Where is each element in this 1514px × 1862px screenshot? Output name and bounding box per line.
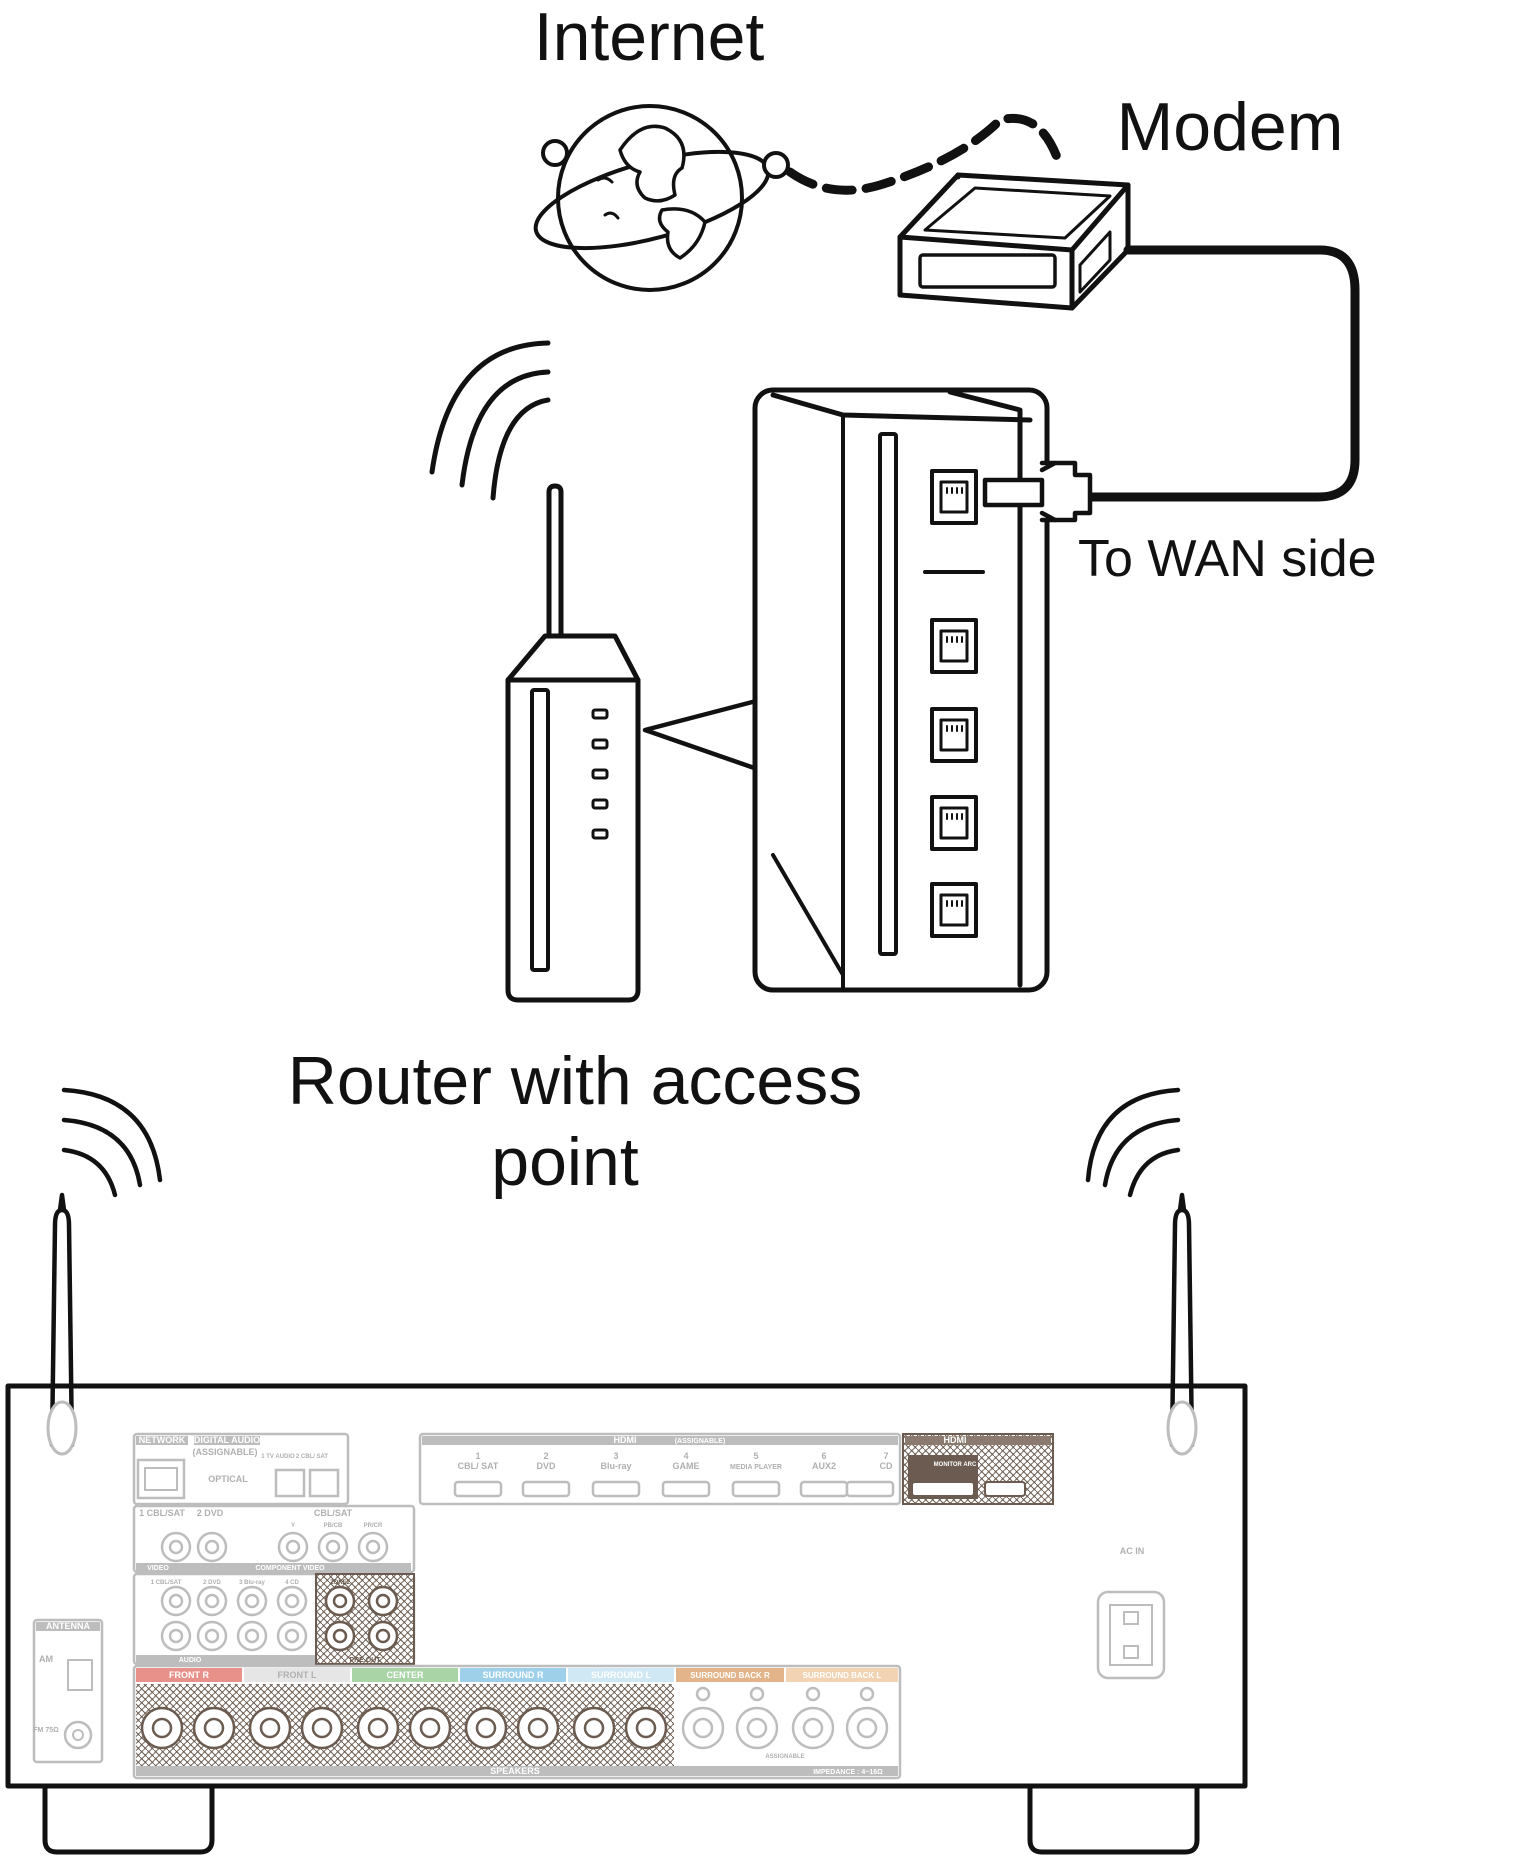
hdmi-2-port [521,1480,571,1498]
speaker-group-surround-r-label: SURROUND R [482,1670,544,1680]
router-label-line2: point [491,1124,639,1200]
hdmi-assignable: (ASSIGNABLE) [675,1438,726,1445]
speaker-group-front-l [244,1668,350,1682]
component-source: CBL/SAT [314,1508,353,1518]
router-icon [429,340,641,1003]
optical-port-2-label: 2 CBL/ SAT [296,1454,329,1460]
optical-port-2 [308,1468,340,1498]
speaker-group-surround-r [460,1668,566,1682]
speaker-group-surround-l [568,1668,674,1682]
optical-port-1-label: 1 TV AUDIO [261,1454,295,1460]
hdmi-3-port [591,1480,641,1498]
lan-port-2 [930,707,978,763]
speaker-group-center-label: CENTER [386,1670,424,1680]
hdmi-3-num: 3 [613,1451,618,1461]
hdmi-7-num: 7 [883,1451,888,1461]
network-port-label: NETWORK [139,1435,186,1445]
antenna-label: ANTENNA [46,1621,90,1631]
optical-port-1 [274,1468,306,1498]
receiver-antenna-left [46,1087,163,1456]
wan-cable [1085,245,1360,502]
digital-audio-assignable: (ASSIGNABLE) [193,1447,258,1457]
audio-source-3: 3 Blu-ray [239,1580,265,1586]
lan-port-1 [930,618,978,674]
speaker-terminals: FRONT R FRONT L CENTER SURROUND R SURROU… [132,1664,902,1780]
hdmi-1-port [453,1480,503,1498]
speaker-group-front-r [136,1668,242,1682]
speakers-label: SPEAKERS [490,1766,540,1776]
hdmi-2-num: 2 [543,1451,548,1461]
hdmi-4-num: 4 [683,1451,688,1461]
video-source-2: 2 DVD [197,1508,224,1518]
hdmi-6-name: AUX2 [812,1461,836,1471]
speaker-group-surround-l-label: SURROUND L [591,1670,652,1680]
component-pr-label: PR/CR [364,1523,383,1529]
zone2-label: ZONE2 [330,1580,351,1586]
hdmi-6-port [799,1480,849,1498]
internet-globe-icon [533,104,790,292]
hdmi-5-port [731,1480,781,1498]
hdmi-4-name: GAME [673,1461,700,1471]
receiver-chassis [5,1383,1248,1789]
pre-out-block [315,1573,415,1665]
am-label: AM [39,1654,53,1664]
hdmi-2-name: DVD [536,1461,556,1471]
hdmi-7-port [845,1480,895,1498]
hdmi-6-num: 6 [821,1451,826,1461]
video-source-1: 1 CBL/SAT [139,1508,185,1518]
modem-icon [897,172,1131,311]
video-label: VIDEO [147,1565,169,1572]
modem-label: Modem [1117,89,1344,165]
wan-plug-icon [982,460,1093,523]
ac-in-label: AC IN [1120,1546,1145,1556]
hdmi-1-num: 1 [475,1451,480,1461]
hdmi-monitor-arc: MONITOR ARC [934,1462,977,1468]
hdmi-inputs: 1 CBL/ SAT 2 DVD 3 Blu-ray 4 GAME 5 MEDI… [453,1451,895,1498]
receiver-foot-right [1027,1783,1200,1855]
internet-label: Internet [534,0,765,75]
receiver-foot-left [42,1783,215,1855]
component-y-label: Y [291,1523,295,1529]
pre-out-label: PRE OUT [349,1657,381,1664]
lan-port-4 [930,882,978,938]
router-label-line1: Router with access [288,1043,862,1119]
component-pb-label: PB/CB [324,1523,343,1529]
hdmi-7-name: CD [880,1461,893,1471]
receiver-antenna-right [1085,1087,1198,1456]
audio-source-1: 1 CBL/SAT [151,1580,182,1586]
wan-side-label: To WAN side [1078,530,1377,588]
hdmi-4-port [661,1480,711,1498]
speaker-group-front-r-label: FRONT R [169,1670,209,1680]
av-receiver: NETWORK DIGITAL AUDIO (ASSIGNABLE) OPTIC… [5,1087,1248,1855]
speaker-group-surround-back-r [676,1668,784,1682]
speaker-group-front-l-label: FRONT L [278,1670,317,1680]
hdmi-label: HDMI [614,1435,637,1445]
hdmi-3-name: Blu-ray [600,1461,631,1471]
wan-port [930,469,978,525]
router-callout-wedge [642,697,763,773]
hdmi-monitor-label: HDMI [944,1435,967,1445]
optical-label: OPTICAL [208,1474,248,1484]
speaker-group-surround-back-l [786,1668,898,1682]
digital-audio-label: DIGITAL AUDIO [194,1435,260,1445]
assignable-small: ASSIGNABLE [765,1754,804,1760]
hdmi-5-name: MEDIA PLAYER [730,1464,782,1471]
audio-source-4: 4 CD [285,1580,299,1586]
impedance-label: IMPEDANCE : 4~16Ω [813,1769,883,1776]
audio-label: AUDIO [179,1657,202,1664]
hdmi-monitor-port [911,1481,975,1497]
speaker-group-surround-back-r-label: SURROUND BACK R [690,1671,770,1680]
speaker-group-surround-back-l-label: SURROUND BACK L [803,1671,882,1680]
hdmi-5-num: 5 [753,1451,758,1461]
speaker-group-center [352,1668,458,1682]
fm-label: FM 75Ω [33,1727,59,1734]
audio-source-2: 2 DVD [203,1580,221,1586]
component-video-label: COMPONENT VIDEO [255,1565,325,1572]
lan-port-3 [930,795,978,851]
dashed-internet-link [785,113,1063,195]
hdmi-1-name: CBL/ SAT [458,1461,499,1471]
